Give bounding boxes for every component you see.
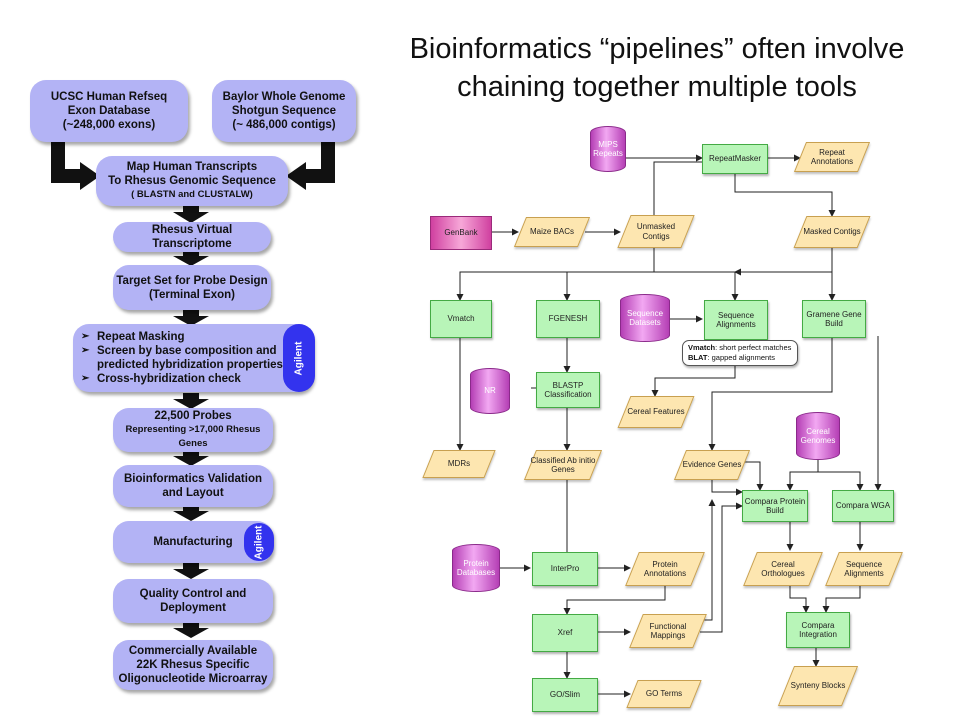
mdrs-data: MDRs xyxy=(422,450,496,478)
repeatmasker-tool: RepeatMasker xyxy=(702,144,768,174)
blastp-tool: BLASTP Classification xyxy=(536,372,600,408)
maize-bacs-data: Maize BACs xyxy=(513,217,591,247)
masking-step: Screen by base composition and predicted… xyxy=(81,344,313,372)
sequence-alignments-data: Sequence Alignments xyxy=(825,552,903,586)
interpro-tool: InterPro xyxy=(532,552,598,586)
slide-title: Bioinformatics “pipelines” often involve… xyxy=(409,33,905,103)
target-set-box: Target Set for Probe Design(Terminal Exo… xyxy=(113,265,271,310)
genbank-source: GenBank xyxy=(430,216,492,250)
compara-integration-tool: Compara Integration xyxy=(786,612,850,648)
fgenesh-tool: FGENESH xyxy=(536,300,600,338)
mips-repeats-db: MIPS Repeats xyxy=(590,126,626,172)
sequence-alignments-tool: Sequence Alignments xyxy=(704,300,768,340)
compara-wga-tool: Compara WGA xyxy=(832,490,894,522)
cereal-features-data: Cereal Features xyxy=(617,396,695,428)
goslim-tool: GO/Slim xyxy=(532,678,598,712)
functional-mappings-data: Functional Mappings xyxy=(629,614,707,648)
xref-tool: Xref xyxy=(532,614,598,652)
agilent-badge: Agilent xyxy=(283,324,315,392)
masking-step: Repeat Masking xyxy=(81,330,313,344)
masking-step: Cross-hybridization check xyxy=(81,372,313,386)
agilent-badge-manufacturing: Agilent xyxy=(244,523,274,561)
cereal-orthologues-data: Cereal Orthologues xyxy=(743,552,823,586)
masking-steps-box: Repeat Masking Screen by base compositio… xyxy=(73,324,313,392)
alignment-tools-note: Vmatch: short perfect matches BLAT: gapp… xyxy=(682,340,798,366)
protein-databases-db: Protein Databases xyxy=(452,544,500,592)
classified-genes-data: Classified Ab initio Genes xyxy=(523,450,603,480)
sequence-datasets-db: Sequence Datasets xyxy=(620,294,670,342)
cereal-genomes-db: Cereal Genomes xyxy=(796,412,840,460)
virtual-transcriptome-box: Rhesus Virtual Transcriptome xyxy=(113,222,271,252)
vmatch-tool: Vmatch xyxy=(430,300,492,338)
gramene-gene-build-tool: Gramene Gene Build xyxy=(802,300,866,338)
nr-db: NR xyxy=(470,368,510,414)
synteny-blocks-data: Synteny Blocks xyxy=(777,666,859,706)
go-terms-data: GO Terms xyxy=(626,680,702,708)
masked-contigs-data: Masked Contigs xyxy=(793,216,871,248)
compara-protein-build-tool: Compara Protein Build xyxy=(742,490,808,522)
protein-annotations-data: Protein Annotations xyxy=(625,552,705,586)
unmasked-contigs-data: Unmasked Contigs xyxy=(617,215,695,248)
repeat-annotations-data: Repeat Annotations xyxy=(793,142,871,172)
evidence-genes-data: Evidence Genes xyxy=(673,450,751,480)
